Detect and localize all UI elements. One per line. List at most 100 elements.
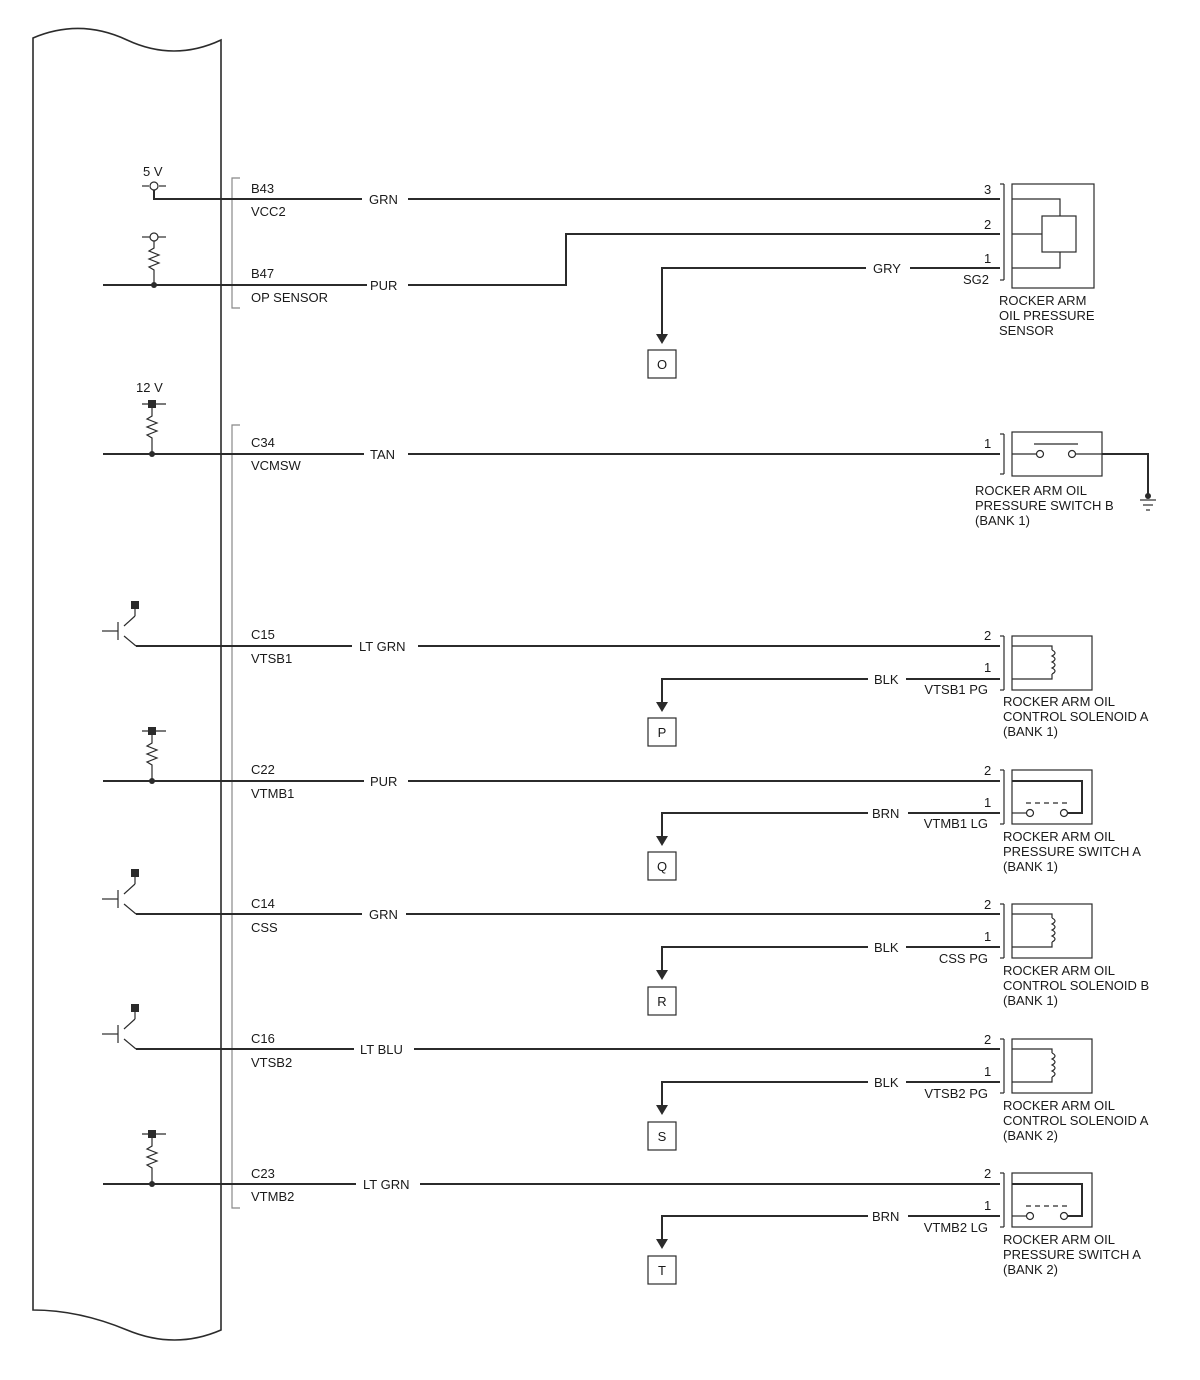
arrow-down-icon (656, 1239, 668, 1249)
ecm-signal-label: VTSB1 (251, 651, 292, 666)
terminal-number: 2 (984, 628, 991, 643)
supply-terminal-icon (149, 181, 159, 191)
arrow-down-icon (656, 334, 668, 344)
component-label: CONTROL SOLENOID B (1003, 978, 1149, 993)
ecm-signal-label: VTMB1 (251, 786, 294, 801)
ecm-signal-label: OP SENSOR (251, 290, 328, 305)
solenoid-coil-icon (1050, 649, 1056, 675)
ground-ref-label: R (657, 994, 666, 1009)
component-label: ROCKER ARM OIL (1003, 829, 1115, 844)
switch-contact-icon (1067, 449, 1077, 459)
component-label: ROCKER ARM OIL (975, 483, 1087, 498)
terminal-number: 1 (984, 1198, 991, 1213)
wire-color-label: GRN (369, 907, 398, 922)
sensor-element-icon (1041, 215, 1077, 253)
ground-ref-label: P (658, 725, 667, 740)
terminal-label: VTMB2 LG (924, 1220, 988, 1235)
ground-ref-box (647, 1255, 677, 1285)
ecm-pin-label: C15 (251, 627, 275, 642)
circuit-vcmsw: 12 V C34 VCMSW TAN 1 (103, 380, 1000, 473)
terminal-number: 2 (984, 763, 991, 778)
component-label: ROCKER ARM OIL (1003, 694, 1115, 709)
terminal-label: CSS PG (939, 951, 988, 966)
wire-color-label: BLK (874, 672, 899, 687)
component-label: PRESSURE SWITCH A (1003, 844, 1141, 859)
oil-pressure-switch-a-bank1: ROCKER ARM OIL PRESSURE SWITCH A (BANK 1… (1000, 769, 1141, 874)
component-label: (BANK 1) (975, 513, 1030, 528)
solenoid-coil-icon (1050, 1052, 1056, 1078)
component-label: (BANK 1) (1003, 724, 1058, 739)
wire-color-label: LT BLU (360, 1042, 403, 1057)
ground-ref-label: O (657, 357, 667, 372)
ground-ref-box (647, 1121, 677, 1151)
terminal-number: 2 (984, 217, 991, 232)
circuit-op-sensor: B47 OP SENSOR PUR 2 O GRY 1 SG2 (103, 217, 1000, 379)
ecm-pin-label: C16 (251, 1031, 275, 1046)
arrow-down-icon (656, 1105, 668, 1115)
switch-contact-icon (1059, 1211, 1069, 1221)
ground-ref-box (647, 986, 677, 1016)
ecm-pin-label: C23 (251, 1166, 275, 1181)
pullup-resistor-icon (145, 735, 159, 781)
ecm-pin-label: C22 (251, 762, 275, 777)
ecm-signal-label: VCC2 (251, 204, 286, 219)
component-label: CONTROL SOLENOID A (1003, 1113, 1149, 1128)
ecm-signal-label: VCMSW (251, 458, 302, 473)
control-solenoid-b-bank1: ROCKER ARM OIL CONTROL SOLENOID B (BANK … (1000, 903, 1149, 1008)
oil-pressure-switch-b-bank1: ROCKER ARM OIL PRESSURE SWITCH B (BANK 1… (975, 431, 1156, 528)
component-label: CONTROL SOLENOID A (1003, 709, 1149, 724)
ecm-signal-label: CSS (251, 920, 278, 935)
component-label: OIL PRESSURE (999, 308, 1095, 323)
ecm-pin-label: C14 (251, 896, 275, 911)
wire-color-label: BLK (874, 940, 899, 955)
terminal-label: SG2 (963, 272, 989, 287)
ecm-pin-label: B43 (251, 181, 274, 196)
ground-ref-box (647, 349, 677, 379)
wire-color-label: GRN (369, 192, 398, 207)
terminal-number: 3 (984, 182, 991, 197)
ecm-block (32, 27, 222, 1341)
component-label: ROCKER ARM OIL (1003, 1232, 1115, 1247)
circuit-css: C14 CSS GRN 2 R BLK 1 CSS PG (102, 869, 1000, 1016)
pullup-resistor-icon (145, 408, 159, 454)
wire-color-label: BLK (874, 1075, 899, 1090)
supply-terminal-icon (148, 727, 156, 735)
five-v-label: 5 V (143, 164, 163, 179)
connector-bracket-c (231, 424, 240, 1209)
terminal-number: 2 (984, 1166, 991, 1181)
terminal-label: VTSB2 PG (924, 1086, 988, 1101)
circuit-vtsb2: C16 VTSB2 LT BLU 2 S BLK 1 VTSB2 PG (102, 1004, 1000, 1151)
wire-color-label: TAN (370, 447, 395, 462)
connector-bracket-b (231, 177, 240, 309)
component-label: (BANK 1) (1003, 993, 1058, 1008)
ground-ref-box (647, 717, 677, 747)
control-solenoid-a-bank2: ROCKER ARM OIL CONTROL SOLENOID A (BANK … (1000, 1038, 1149, 1143)
terminal-number: 2 (984, 1032, 991, 1047)
terminal-number: 1 (984, 929, 991, 944)
component-label: ROCKER ARM (999, 293, 1086, 308)
ecm-pin-label: B47 (251, 266, 274, 281)
solenoid-coil-icon (1050, 917, 1056, 943)
component-label: (BANK 2) (1003, 1262, 1058, 1277)
ground-ref-label: S (658, 1129, 667, 1144)
transistor-driver-icon (102, 1004, 139, 1050)
terminal-number: 2 (984, 897, 991, 912)
arrow-down-icon (656, 970, 668, 980)
ecm-signal-label: VTMB2 (251, 1189, 294, 1204)
twelve-v-label: 12 V (136, 380, 163, 395)
circuit-vtmb2: C23 VTMB2 LT GRN 2 T BRN 1 VTMB2 LG (103, 1130, 1000, 1285)
ground-icon (1140, 499, 1156, 511)
pullup-resistor-icon (145, 1138, 159, 1184)
transistor-driver-icon (102, 601, 139, 647)
ground-ref-box (647, 851, 677, 881)
control-solenoid-a-bank1: ROCKER ARM OIL CONTROL SOLENOID A (BANK … (1000, 635, 1149, 739)
wire-color-label: LT GRN (359, 639, 405, 654)
wire-color-label: PUR (370, 278, 397, 293)
wire-color-label: BRN (872, 1209, 899, 1224)
component-label: SENSOR (999, 323, 1054, 338)
ground-ref-label: T (658, 1263, 666, 1278)
component-label: (BANK 1) (1003, 859, 1058, 874)
transistor-driver-icon (102, 869, 139, 915)
terminal-number: 1 (984, 660, 991, 675)
